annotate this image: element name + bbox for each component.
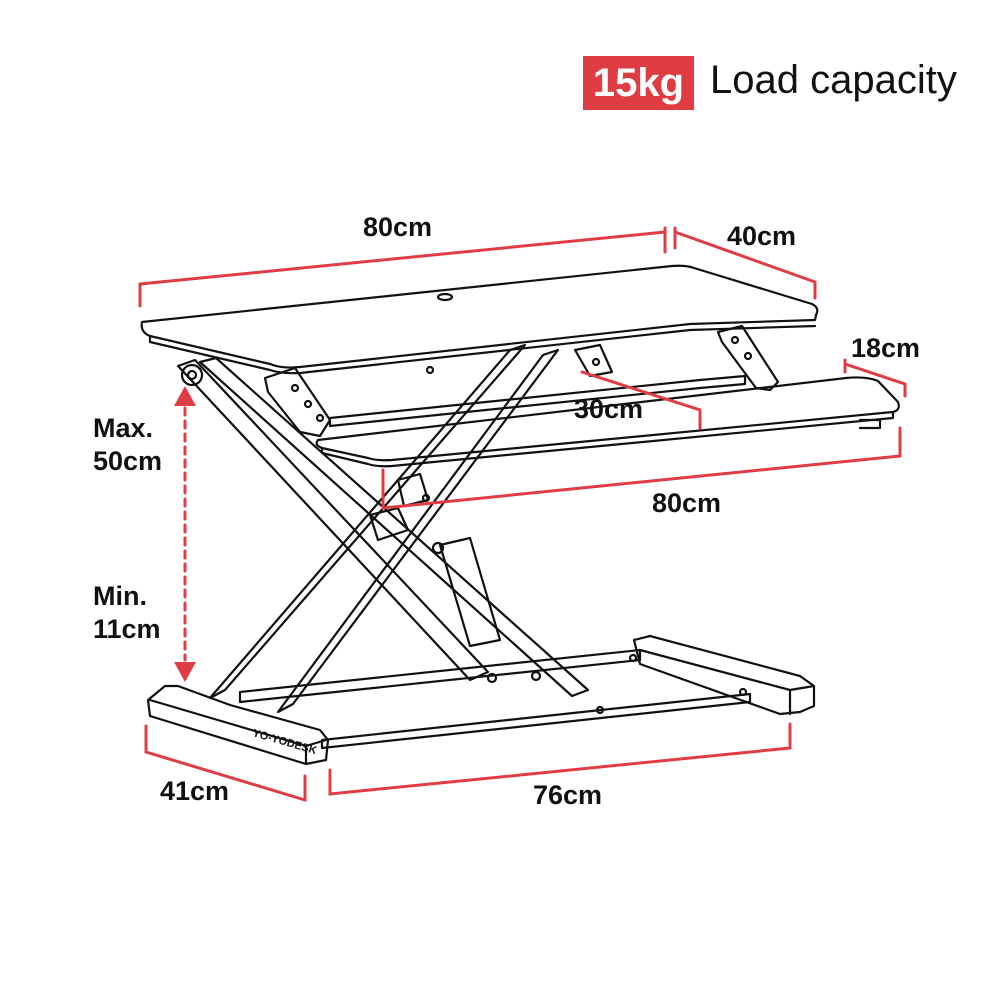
load-capacity-label: Load capacity bbox=[710, 58, 957, 102]
top-surface bbox=[140, 264, 819, 375]
tray-depth-dimension bbox=[843, 358, 907, 398]
load-capacity-badge-text: 15kg bbox=[592, 60, 685, 105]
base-depth-label: 41cm bbox=[160, 776, 230, 806]
brand-mark: YO-YODESK bbox=[251, 727, 318, 757]
top-depth-dimension bbox=[673, 226, 817, 300]
badge-background bbox=[583, 56, 694, 110]
base-width-label: 76cm bbox=[533, 780, 603, 810]
base-depth-dimension bbox=[144, 724, 307, 803]
tray-depth-label: 18cm bbox=[851, 333, 921, 363]
keyboard-tray bbox=[315, 374, 900, 468]
top-width-label: 80cm bbox=[363, 212, 433, 242]
dimension-lines bbox=[138, 226, 907, 803]
height-arrowheads bbox=[174, 386, 196, 682]
max-height-line2: 50cm bbox=[93, 446, 163, 476]
base-frame bbox=[146, 634, 816, 766]
max-height-label: Max. 50cm bbox=[93, 412, 162, 478]
scissor-lift bbox=[176, 343, 590, 714]
max-height-line1: Max. bbox=[93, 413, 154, 443]
min-height-label: Min. 11cm bbox=[93, 580, 161, 646]
tray-offset-label: 30cm bbox=[574, 394, 644, 424]
hinge-brackets bbox=[263, 324, 780, 438]
min-height-line1: Min. bbox=[93, 581, 147, 611]
tray-width-dimension bbox=[381, 426, 902, 510]
tray-width-label: 80cm bbox=[652, 488, 722, 518]
base-width-dimension bbox=[328, 722, 792, 796]
top-width-dimension bbox=[138, 226, 667, 308]
tray-offset-dimension bbox=[580, 370, 702, 430]
min-height-line2: 11cm bbox=[93, 614, 161, 644]
top-depth-label: 40cm bbox=[727, 221, 797, 251]
